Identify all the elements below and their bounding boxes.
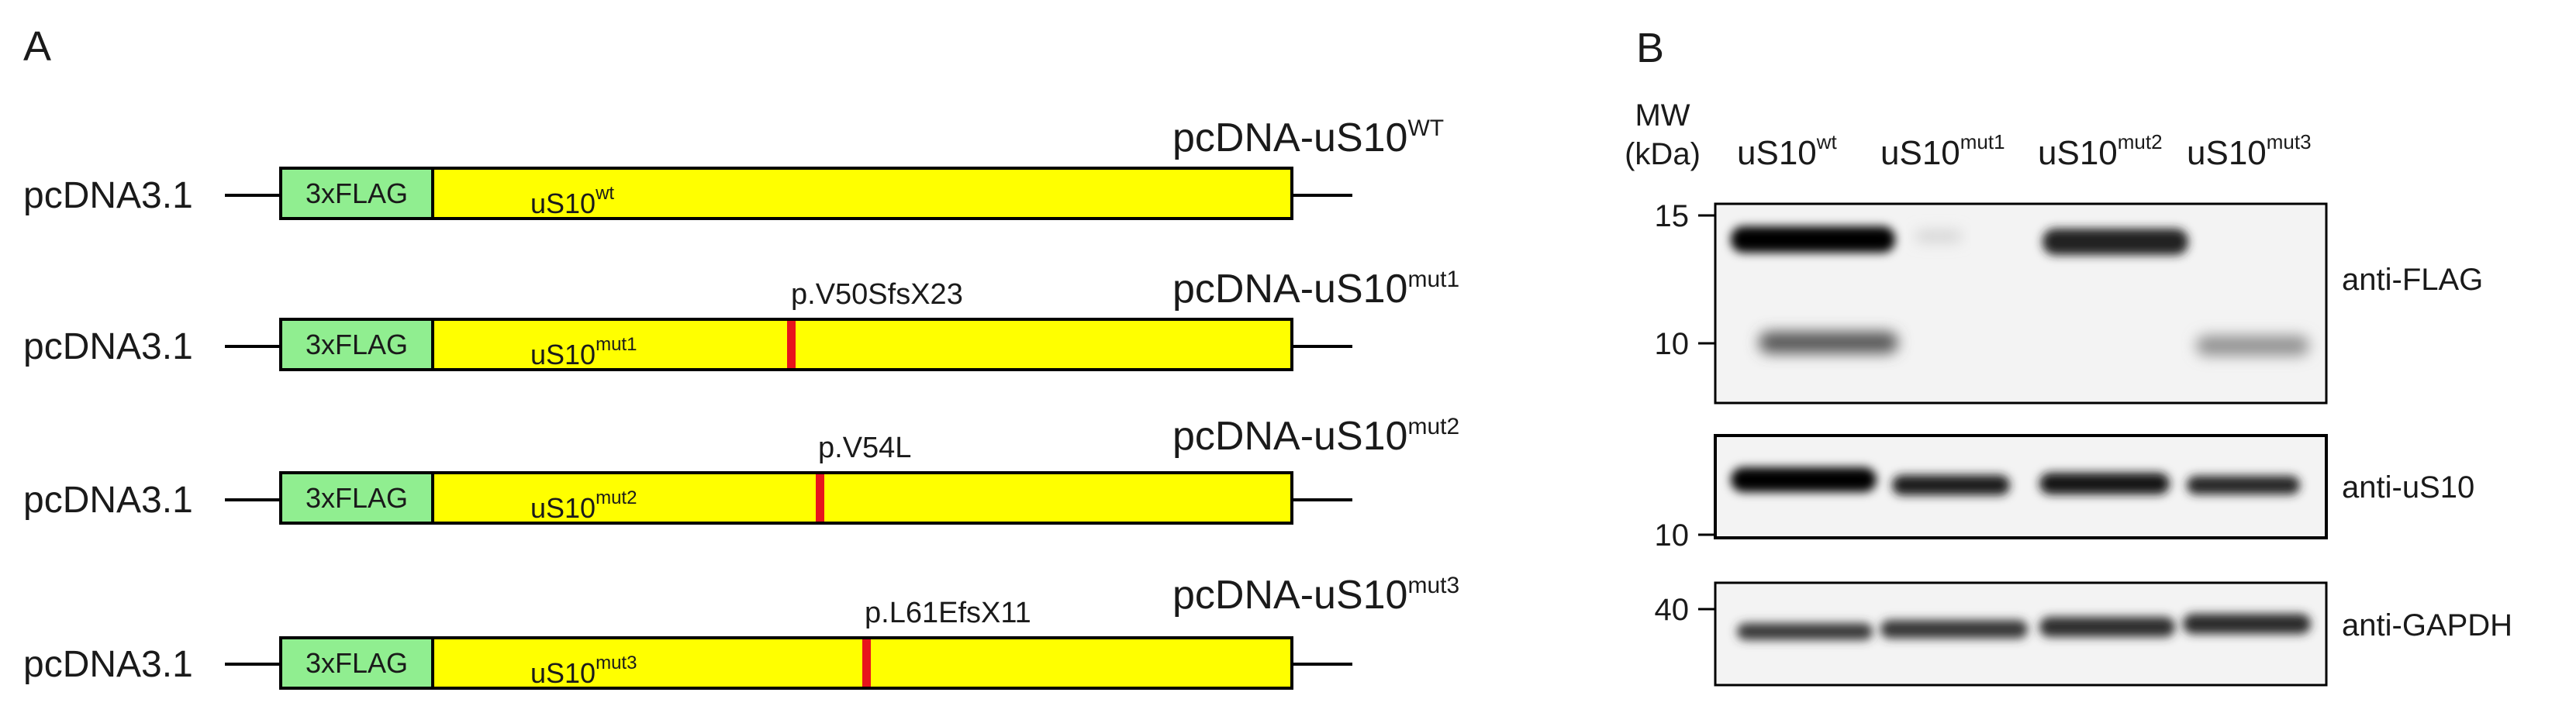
blot-1-band-lane-3	[2042, 229, 2188, 255]
construct-2-gene-label: uS10mut1	[530, 334, 637, 370]
blot-2-band-lane-4	[2187, 476, 2300, 494]
construct-3-backbone-label: pcDNA3.1	[23, 480, 193, 521]
blot-1-band-lane-2	[1759, 332, 1898, 353]
lane-label-3: uS10mut2	[2038, 130, 2163, 172]
blot-1-antibody-label: anti-FLAG	[2342, 263, 2483, 297]
construct-1-gene-label: uS10wt	[530, 183, 614, 219]
panel-b: B MW (kDa) uS10wt uS10mut1 uS10mut2 uS10…	[1625, 25, 2512, 687]
mw-title: MW	[1635, 98, 1690, 133]
construct-2-backbone-label: pcDNA3.1	[23, 326, 193, 367]
blot-2-band-lane-3	[2039, 473, 2170, 494]
blot-2-marker-label-1: 10	[1655, 518, 1690, 553]
construct-4-mutation-marker	[862, 639, 871, 687]
blot-anti-us10: 10 anti-uS10	[1655, 434, 2474, 553]
construct-2-mutation-label: p.V50SfsX23	[791, 278, 963, 311]
blot-2-antibody-label: anti-uS10	[2342, 470, 2474, 505]
blot-1-band-lane-4	[2196, 336, 2309, 356]
lane-label-4: uS10mut3	[2187, 130, 2312, 172]
lane-label-2: uS10mut1	[1880, 130, 2005, 172]
construct-2-name: pcDNA-uS10mut1	[1172, 267, 1459, 312]
construct-4-name: pcDNA-uS10mut3	[1172, 573, 1459, 618]
blot-2-band-lane-1	[1731, 467, 1877, 492]
construct-2-tag-label: 3xFLAG	[306, 329, 408, 360]
construct-3-name: pcDNA-uS10mut2	[1172, 414, 1459, 459]
blot-anti-gapdh: 40 anti-GAPDH	[1655, 581, 2512, 687]
blot-1-faint-band-lane-2	[1915, 231, 1962, 242]
construct-1-gene-box	[431, 167, 1293, 220]
construct-3-gene-label: uS10mut2	[530, 487, 637, 524]
panel-a: A pcDNA-uS10WT pcDNA3.1 3xFLAG uS10wt pc…	[23, 23, 1459, 690]
construct-4-mutation-label: p.L61EfsX11	[865, 597, 1031, 629]
blot-1-band-lane-1	[1731, 226, 1895, 253]
blot-3-band-lane-3	[2039, 617, 2175, 637]
construct-3-mutation-label: p.V54L	[818, 432, 911, 464]
construct-4-tag-label: 3xFLAG	[306, 647, 408, 679]
blot-3-marker-label-1: 40	[1655, 593, 1690, 627]
blot-anti-flag: 15 10 anti-FLAG	[1655, 199, 2483, 405]
panel-a-letter: A	[23, 23, 51, 70]
construct-4-backbone-label: pcDNA3.1	[23, 644, 193, 685]
construct-1-name: pcDNA-uS10WT	[1172, 115, 1444, 160]
blot-1-marker-label-1: 15	[1655, 199, 1690, 233]
panel-b-letter: B	[1636, 25, 1664, 71]
construct-4-flag-tag	[279, 636, 434, 690]
blot-3-band-lane-4	[2183, 614, 2311, 634]
blot-3-band-lane-1	[1737, 623, 1873, 640]
construct-2-gene-box	[431, 318, 1293, 371]
blot-1-marker-label-2: 10	[1655, 327, 1690, 361]
construct-1-tag-label: 3xFLAG	[306, 177, 408, 209]
construct-3-gene-box	[431, 471, 1293, 525]
construct-row-2: pcDNA-uS10mut1 p.V50SfsX23 pcDNA3.1 3xFL…	[23, 267, 1459, 371]
blot-2-band-lane-2	[1892, 475, 2010, 495]
construct-2-flag-tag	[279, 318, 434, 371]
construct-1-backbone-label: pcDNA3.1	[23, 175, 193, 216]
blot-3-antibody-label: anti-GAPDH	[2342, 608, 2512, 642]
mw-unit: (kDa)	[1625, 137, 1701, 171]
lane-label-1: uS10wt	[1737, 130, 1838, 172]
construct-row-1: pcDNA-uS10WT pcDNA3.1 3xFLAG uS10wt	[23, 115, 1444, 220]
construct-row-4: pcDNA-uS10mut3 p.L61EfsX11 pcDNA3.1 3xFL…	[23, 573, 1459, 690]
construct-2-mutation-marker	[787, 321, 796, 368]
construct-3-tag-label: 3xFLAG	[306, 482, 408, 514]
construct-4-gene-label: uS10mut3	[530, 653, 637, 689]
construct-row-3: pcDNA-uS10mut2 p.V54L pcDNA3.1 3xFLAG uS…	[23, 414, 1459, 525]
blot-3-band-lane-2	[1880, 620, 2028, 639]
construct-3-mutation-marker	[816, 474, 824, 522]
